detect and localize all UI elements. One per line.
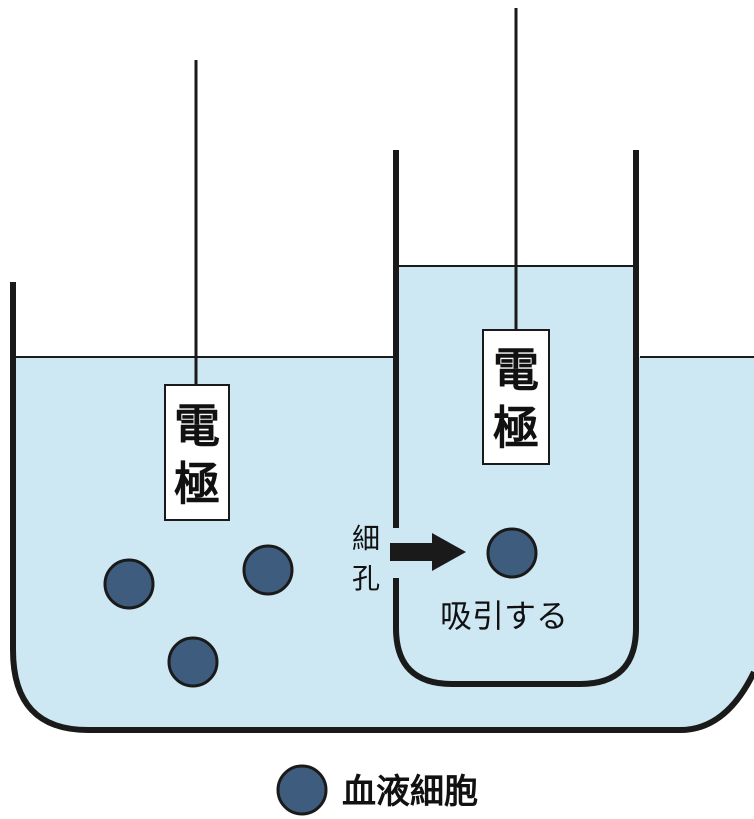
inner-electrode-box [482, 329, 550, 465]
inner-electrode-label-1: 電 [493, 343, 539, 397]
aperture-label-2: 孔 [352, 562, 380, 595]
circle-icon [276, 764, 328, 816]
inner-tube-wall-lower [393, 150, 639, 687]
outer-electrode-label-2: 極 [174, 457, 220, 511]
blood-cell [167, 636, 219, 688]
blood-cell [486, 527, 538, 579]
suction-label: 吸引する [440, 597, 568, 635]
inner-electrode: 電 極 [482, 329, 550, 465]
blood-cell [103, 558, 155, 610]
outer-electrode-label-1: 電 [174, 399, 220, 453]
inner-liquid [396, 266, 636, 684]
right-arrow-icon [390, 533, 466, 571]
legend: 血液細胞 [276, 764, 478, 816]
outer-liquid [13, 357, 754, 730]
legend-label: 血液細胞 [342, 772, 478, 812]
outer-vessel-wall [10, 282, 754, 733]
aperture-label-1: 細 [352, 522, 380, 555]
inner-electrode-label-2: 極 [493, 401, 539, 455]
outer-electrode-box [164, 384, 230, 521]
outer-electrode: 電 極 [164, 384, 230, 521]
blood-cell [242, 544, 294, 596]
